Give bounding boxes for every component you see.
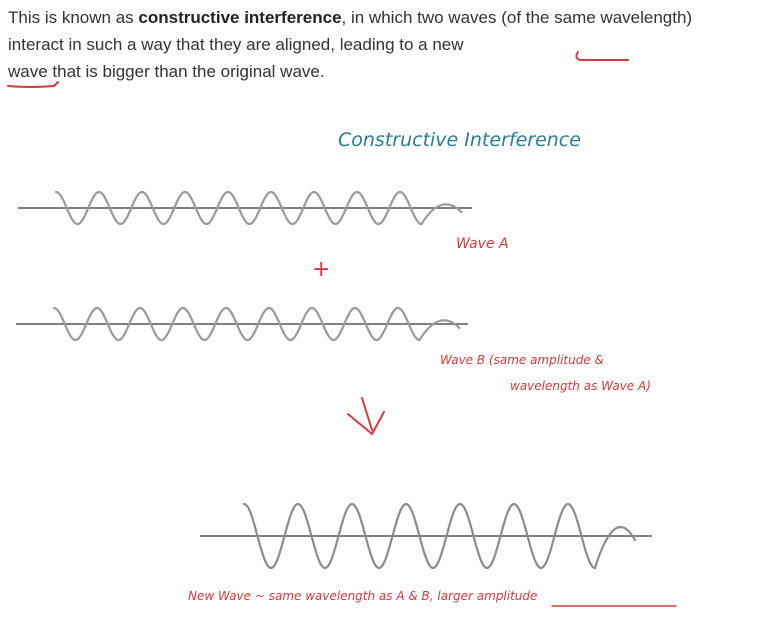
intro-paragraph: This is known as constructive interferen… (8, 4, 748, 85)
underline-wave-mark (7, 81, 59, 88)
down-arrow-icon (347, 397, 385, 435)
intro-bold-term: constructive interference (138, 8, 342, 27)
wave-b-label-line2: wavelength as Wave A) (510, 379, 651, 393)
wave-b-label-line1: Wave B (same amplitude & (440, 353, 604, 367)
diagram-title: Constructive Interference (338, 129, 581, 151)
result-wave (242, 502, 637, 570)
wave-a (54, 190, 463, 226)
plus-sign: + (312, 257, 330, 282)
wave-a-label: Wave A (456, 236, 509, 252)
intro-text-2: , in which two waves (of the same wavele… (8, 8, 693, 54)
underline-a-new-mark (575, 51, 629, 61)
intro-underlined-wave: wave (8, 62, 48, 81)
result-label: New Wave ~ same wavelength as A & B, lar… (188, 589, 537, 603)
intro-underlined-a-new: a new (418, 35, 464, 54)
intro-text-1: This is known as (8, 8, 139, 27)
result-label-text: New Wave ~ same wavelength as A & B, (188, 589, 437, 603)
wave-b (52, 306, 461, 342)
intro-text-3: that is bigger than the original wave. (47, 62, 325, 81)
result-label-underlined: larger amplitude (437, 589, 537, 603)
